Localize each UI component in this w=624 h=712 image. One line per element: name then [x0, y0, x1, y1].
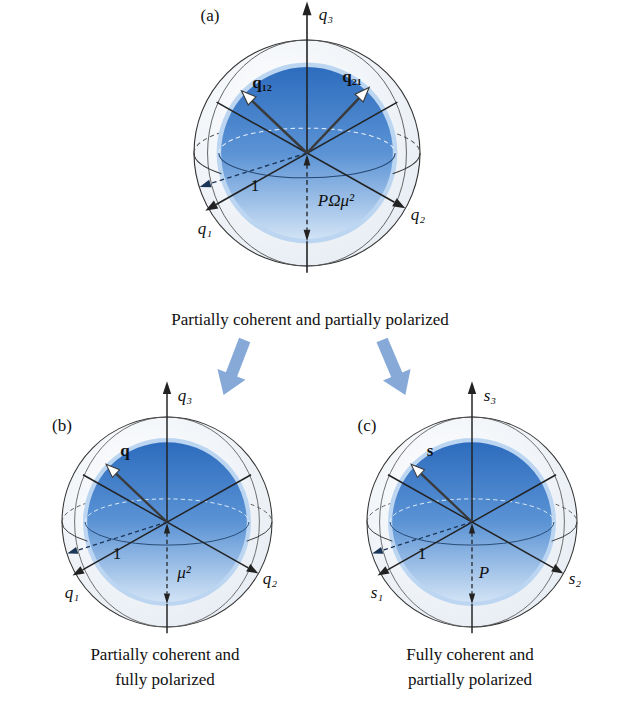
axis-label: q₂	[263, 570, 277, 587]
transition-arrow	[217, 340, 245, 395]
panel-node: Partially coherent and partially polariz…	[160, 0, 460, 340]
axis-label: s₂	[569, 570, 582, 587]
axis-label: s₁	[371, 584, 384, 601]
panel-node: Fully coherent and partially polarized	[345, 395, 595, 700]
vector-label: q	[120, 442, 129, 459]
axis-label: q₃	[178, 387, 192, 404]
transition-arrow	[382, 340, 411, 395]
sphere-c	[367, 381, 577, 633]
sphere-a	[194, 2, 420, 273]
arrow-head	[383, 369, 411, 395]
sphere-b	[62, 381, 272, 633]
axis-label: PΩμ²	[318, 192, 354, 209]
axis-label: s₃	[484, 387, 497, 404]
axis-label: q₁	[65, 584, 79, 601]
panel-label: 1	[418, 545, 427, 562]
panel-caption: Fully coherent and partially polarized	[380, 642, 560, 692]
panel-node: Partially coherent and fully polarized	[40, 395, 290, 700]
axis-label: P	[479, 564, 489, 581]
vector-label: q₂₁	[342, 68, 362, 85]
axis-label: q₃	[319, 6, 333, 23]
panel-label: 1	[113, 545, 122, 562]
panel-caption: Partially coherent and partially polariz…	[171, 307, 449, 332]
axis-label: q₁	[198, 220, 212, 237]
arrow-shaft	[231, 340, 245, 376]
panel-label: (a)	[201, 7, 220, 24]
panel-label: 1	[251, 177, 260, 194]
axis-label: μ²	[177, 564, 191, 581]
vector-label: q₁₂	[252, 74, 272, 91]
arrow-shaft	[382, 340, 398, 377]
vector-label: s	[427, 442, 434, 459]
panel-caption: Partially coherent and fully polarized	[75, 642, 255, 692]
panel-label: (c)	[358, 417, 377, 434]
axis-label: q₂	[411, 206, 425, 223]
arrow-head	[217, 369, 245, 395]
panel-label: (b)	[52, 417, 72, 434]
